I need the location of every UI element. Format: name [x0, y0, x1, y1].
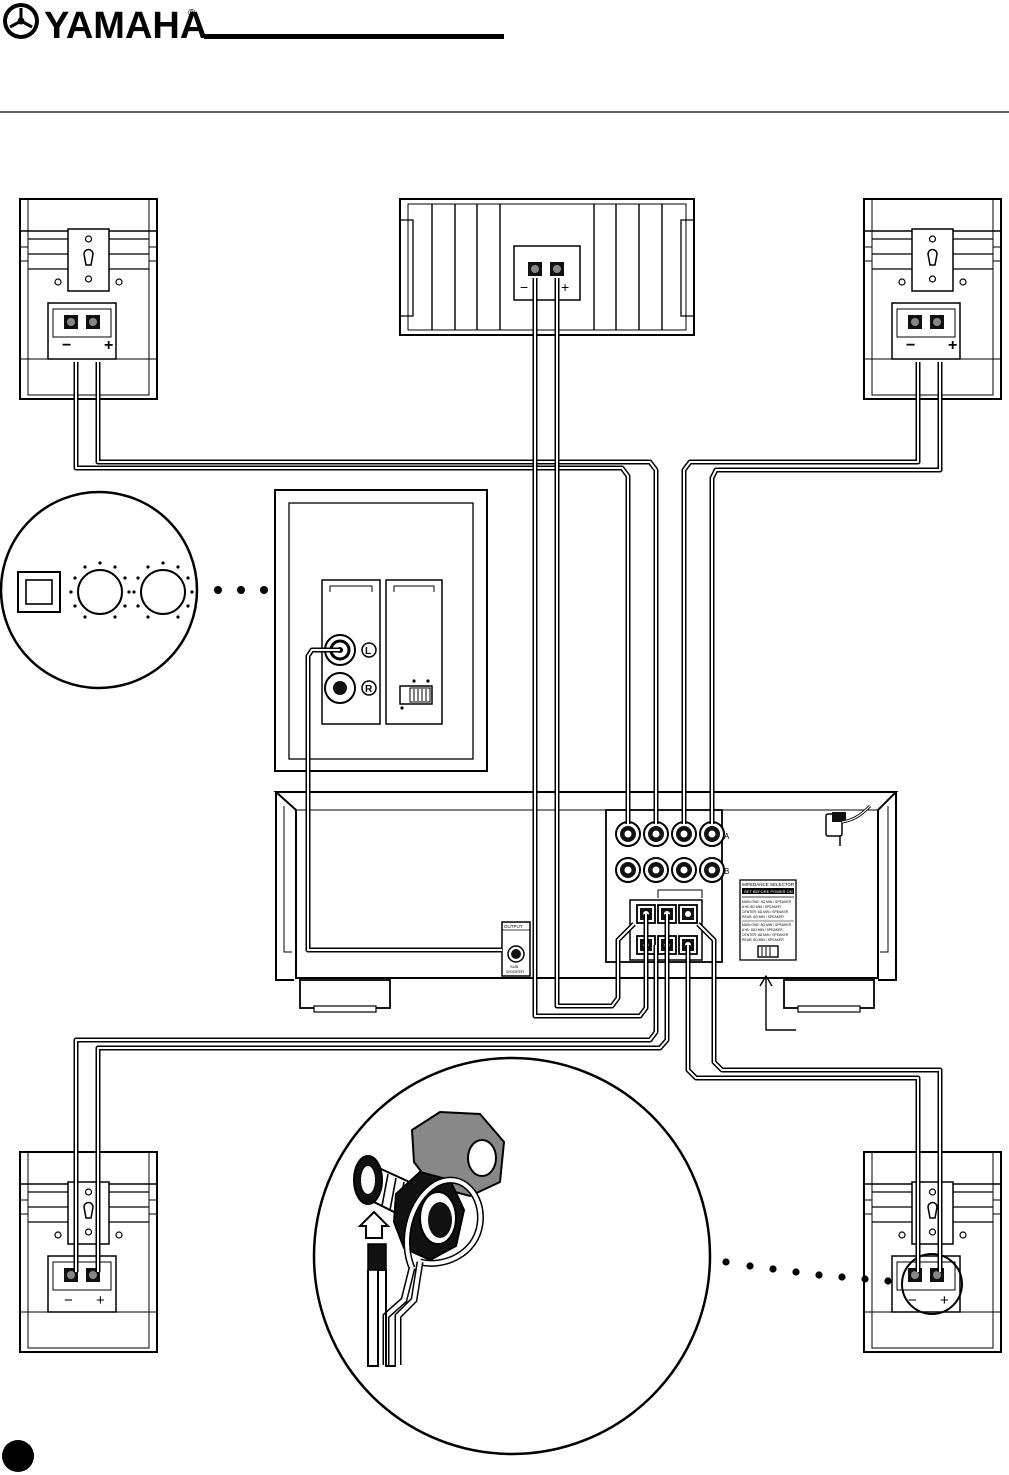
impedance-line: MAIN ONE: 4Ω MIN / SPEAKER: [742, 900, 792, 904]
impedance-line: REAR: 8Ω MIN / SPEAKER: [742, 938, 784, 942]
minus-sign: −: [62, 337, 71, 354]
header-rule: [204, 34, 504, 39]
impedance-line: MAIN ONE: 8Ω MIN / SPEAKER: [742, 923, 792, 927]
plus-sign: +: [96, 1292, 105, 1309]
terminal-connection-callout: [312, 1056, 712, 1456]
yamaha-logo: YAMAHA ®: [3, 3, 207, 47]
subwoofer-label-2: WOOFER: [506, 969, 524, 974]
impedance-line: CENTER: 8Ω MIN / SPEAKER: [742, 933, 789, 937]
brand-name: YAMAHA: [44, 5, 207, 47]
input-left-label: L: [365, 646, 371, 657]
minus-sign: −: [906, 337, 915, 354]
subwoofer-controls-callout: [0, 490, 268, 690]
insert-arrow-icon: [357, 1210, 391, 1239]
callout-leader-dots: [722, 1258, 892, 1285]
plus-sign: +: [948, 337, 957, 354]
tuning-fork-emblem-icon: [3, 3, 39, 39]
power-cord-icon: [825, 804, 872, 846]
power-switch-icon: [25, 579, 53, 605]
impedance-line: CENTER: 6Ω MIN / SPEAKER: [742, 910, 789, 914]
receiver-rear-panel: A B IMPEDANCE SELECTOR SET BEFORE POWER …: [273, 791, 899, 1013]
front-left-speaker: − +: [19, 198, 158, 400]
rear-right-speaker: − +: [863, 1151, 1002, 1353]
impedance-line: A+B: 8Ω MIN / SPEAKER: [742, 905, 781, 909]
plus-sign: +: [940, 1292, 949, 1309]
plus-sign: +: [561, 279, 569, 295]
minus-sign: −: [908, 1292, 917, 1309]
rear-left-speaker: − +: [19, 1151, 158, 1353]
plus-sign: +: [104, 337, 113, 354]
impedance-subtitle: SET BEFORE POWER ON: [744, 889, 793, 894]
row-a-label: A: [724, 832, 730, 841]
minus-sign: −: [64, 1292, 73, 1309]
impedance-line: REAR: 6Ω MIN / SPEAKER: [742, 915, 784, 919]
front-right-speaker: − +: [863, 198, 1002, 400]
minus-sign: −: [520, 279, 528, 295]
subwoofer-rear-panel: L R: [274, 489, 488, 772]
subwoofer-output-jack: OUTPUT SUB WOOFER: [501, 921, 531, 977]
impedance-line: A+B: 16Ω MIN / SPEAKER: [742, 928, 783, 932]
row-b-label: B: [724, 867, 729, 876]
center-speaker: − +: [399, 198, 695, 336]
input-jack-right-icon: [324, 672, 356, 704]
phase-switch-icon: [399, 679, 433, 710]
page-number-marker: [2, 1440, 34, 1472]
impedance-title: IMPEDANCE SELECTOR: [742, 882, 795, 887]
registered-mark: ®: [188, 8, 196, 19]
input-right-label: R: [365, 684, 373, 695]
speaker-wires: [73, 278, 943, 1272]
subwoofer-label-1: SUB: [510, 964, 519, 969]
impedance-switch-icon: [757, 945, 779, 958]
impedance-selector: IMPEDANCE SELECTOR SET BEFORE POWER ON M…: [739, 879, 797, 961]
output-label: OUTPUT: [504, 924, 523, 929]
terminal-highlight-circle: [901, 1253, 963, 1315]
